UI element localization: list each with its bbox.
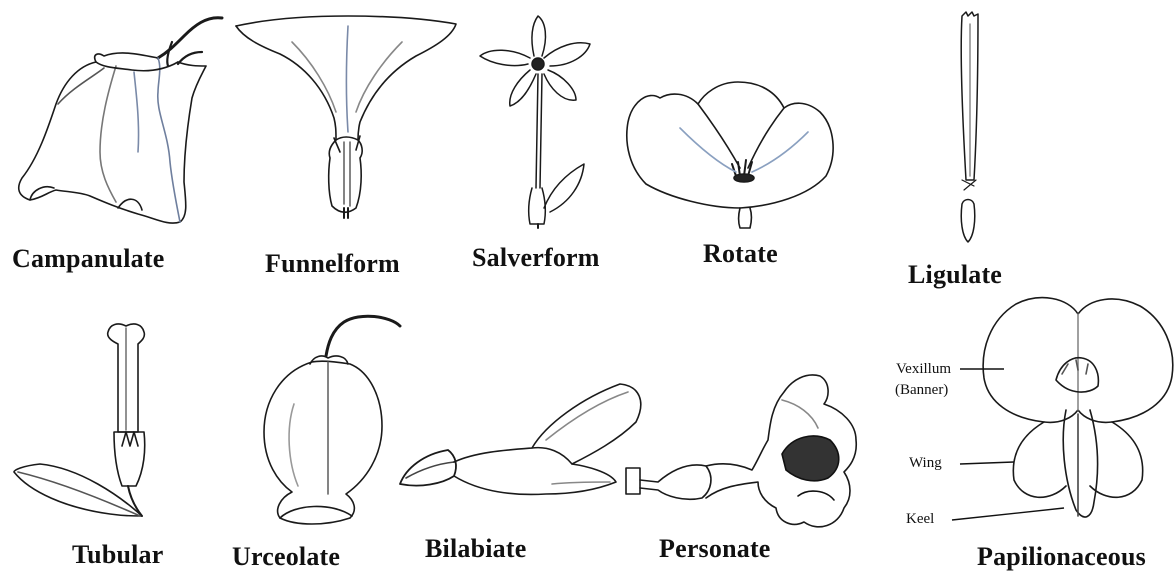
label-salverform: Salverform <box>472 245 600 271</box>
callout-banner: (Banner) <box>895 381 948 400</box>
label-urceolate: Urceolate <box>232 544 340 570</box>
label-papilionaceous: Papilionaceous <box>977 544 1146 570</box>
callout-vexillum: Vexillum <box>896 360 951 379</box>
ligulate-flower-drawing <box>948 10 988 250</box>
label-bilabiate: Bilabiate <box>425 536 526 562</box>
bilabiate-flower-drawing <box>396 380 646 506</box>
funnelform-flower-drawing <box>232 12 462 218</box>
salverform-flower-drawing <box>466 8 606 228</box>
label-personate: Personate <box>659 536 771 562</box>
papilionaceous-flower-drawing <box>980 290 1176 538</box>
campanulate-flower-drawing <box>8 12 228 234</box>
callout-wing: Wing <box>909 454 942 473</box>
label-rotate: Rotate <box>703 241 778 267</box>
label-campanulate: Campanulate <box>12 246 164 272</box>
label-ligulate: Ligulate <box>908 262 1002 288</box>
personate-flower-drawing <box>622 366 878 536</box>
tubular-flower-drawing <box>10 320 190 530</box>
label-funnelform: Funnelform <box>265 251 400 277</box>
urceolate-flower-drawing <box>250 312 410 534</box>
label-tubular: Tubular <box>72 542 164 568</box>
callout-keel: Keel <box>906 510 934 529</box>
rotate-flower-drawing <box>620 68 840 228</box>
